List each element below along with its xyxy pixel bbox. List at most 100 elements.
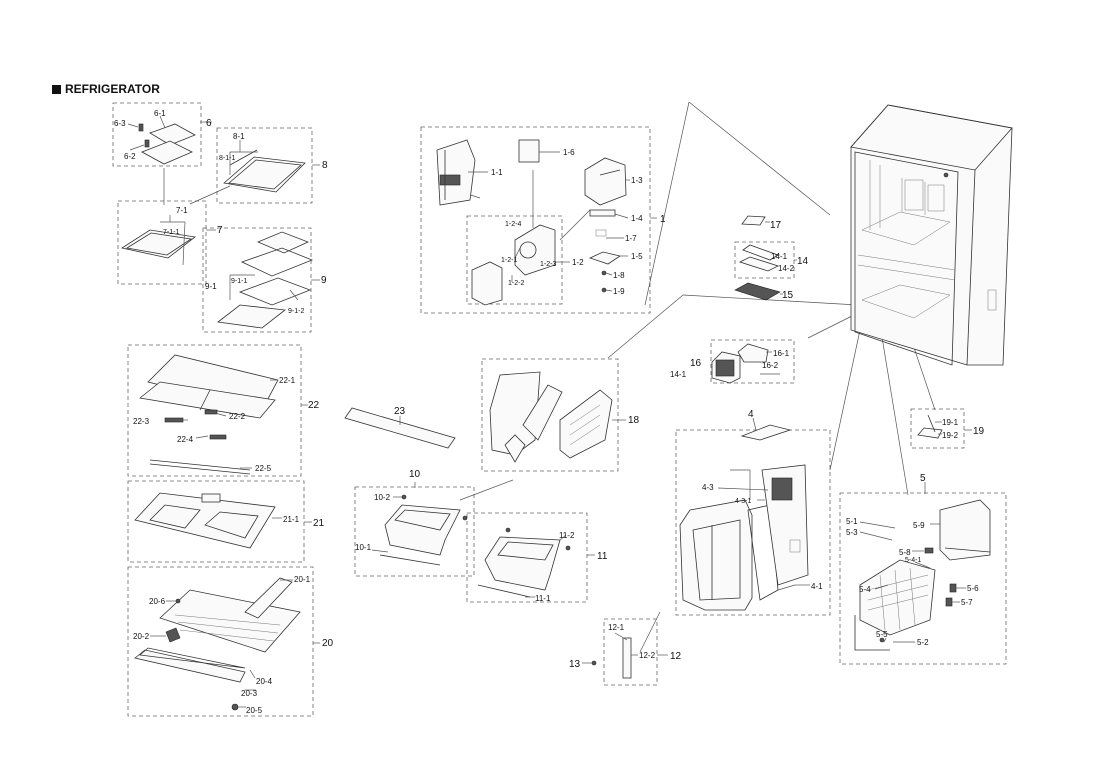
page-title: REFRIGERATOR [65, 82, 160, 96]
part-10-bin [384, 504, 461, 556]
part-20-1 [244, 577, 293, 619]
part-20-5 [231, 703, 239, 711]
part-9-frame [240, 247, 314, 277]
callout-7-1: 7-1 [176, 206, 188, 215]
box-7 [117, 200, 207, 285]
callout-5-6: 5-6 [967, 584, 979, 593]
part-4-door [679, 499, 753, 611]
callout-20-4: 20-4 [256, 677, 273, 686]
part-9-glass [216, 304, 287, 329]
callout-22-5: 22-5 [255, 464, 272, 473]
callout-14: 14 [797, 256, 809, 267]
callout-19: 19 [973, 426, 985, 437]
callout-14-2: 14-2 [778, 264, 795, 273]
callout-4-3: 4-3 [702, 483, 714, 492]
connector-5 [879, 324, 909, 496]
part-16-1 [737, 343, 769, 363]
group-9 [216, 231, 320, 329]
box-10 [354, 486, 475, 577]
callout-11-1: 11-1 [535, 594, 551, 603]
box-1-2 [466, 215, 563, 305]
group-22 [139, 354, 308, 475]
callout-19-2: 19-2 [942, 431, 959, 440]
part-6-2 [141, 140, 193, 165]
callout-20-3: 20-3 [241, 689, 258, 698]
part-1-9 [601, 287, 607, 293]
part-6-1 [149, 123, 196, 146]
connector-lines [163, 101, 936, 653]
callout-5-5: 5-5 [876, 630, 888, 639]
callout-22-2: 22-2 [229, 412, 246, 421]
callout-12-2: 12-2 [639, 651, 656, 660]
connector-1-fridge [644, 101, 690, 306]
callout-6-2: 6-2 [124, 152, 136, 161]
part-23 [344, 407, 456, 449]
callout-7: 7 [217, 225, 223, 236]
group-7 [120, 215, 216, 266]
callout-12-1: 12-1 [608, 623, 625, 632]
box-8 [216, 127, 313, 204]
callout-20-1: 20-1 [294, 575, 311, 584]
connector-18-b [607, 294, 684, 359]
connector-top [688, 101, 831, 216]
callout-17: 17 [770, 220, 782, 231]
connector-12 [639, 611, 661, 653]
callout-9-1: 9-1 [205, 282, 217, 291]
part-18-cover [559, 389, 613, 459]
box-22 [127, 344, 302, 477]
callout-23: 23 [394, 406, 406, 417]
connector-18-a [682, 294, 859, 306]
part-5-9 [939, 499, 991, 561]
callout-14-1: 14-1 [771, 252, 788, 261]
group-20 [134, 577, 320, 711]
part-11-bin [484, 536, 561, 591]
part-22-shelf [139, 381, 276, 419]
callout-10-2: 10-2 [374, 493, 391, 502]
callout-1-2-1: 1-2-1 [501, 257, 517, 264]
part-20-tray [159, 589, 301, 653]
callout-22-4: 22-4 [177, 435, 194, 444]
group-5 [854, 482, 991, 651]
callout-19-1: 19-1 [942, 418, 959, 427]
callout-1-3: 1-3 [631, 176, 643, 185]
callout-6-3: 6-3 [114, 119, 126, 128]
callout-21: 21 [313, 518, 325, 529]
box-4 [675, 429, 831, 616]
callout-21-1: 21-1 [283, 515, 300, 524]
box-18 [481, 358, 619, 472]
callout-1-8: 1-8 [613, 271, 625, 280]
callout-5-1: 5-1 [846, 517, 858, 526]
callout-1-7: 1-7 [625, 234, 637, 243]
box-21 [127, 480, 305, 563]
group-8 [223, 140, 320, 193]
callout-11: 11 [597, 551, 608, 562]
part-9-top [256, 231, 310, 254]
callout-9-1-1: 9-1-1 [231, 278, 247, 285]
part-5-7 [949, 583, 957, 593]
callout-12: 12 [670, 651, 682, 662]
connector-1-2 [559, 209, 591, 241]
callout-5-4: 5-4 [859, 585, 871, 594]
part-12-2 [622, 637, 632, 679]
box-12 [603, 618, 658, 686]
group-10 [371, 482, 468, 566]
group-12 [582, 632, 668, 679]
group-16 [711, 343, 780, 384]
callout-labels: 66-16-26-388-18-1-177-17-1-199-19-1-19-1… [114, 109, 985, 715]
group-boxes [112, 102, 1007, 717]
group-1 [436, 139, 657, 306]
box-9 [202, 227, 312, 333]
callout-5-2: 5-2 [917, 638, 929, 647]
callout-1-2-4: 1-2-4 [505, 221, 521, 228]
callout-16: 16 [690, 358, 702, 369]
group-19 [917, 414, 972, 439]
group-18 [489, 371, 626, 463]
part-1-5 [588, 251, 621, 265]
box-1 [420, 126, 651, 314]
callout-1-2: 1-2 [572, 258, 584, 267]
refrigerator-body [850, 104, 1013, 366]
callout-6-1: 6-1 [154, 109, 166, 118]
part-4-handle [740, 424, 792, 441]
callout-22-3: 22-3 [133, 417, 150, 426]
